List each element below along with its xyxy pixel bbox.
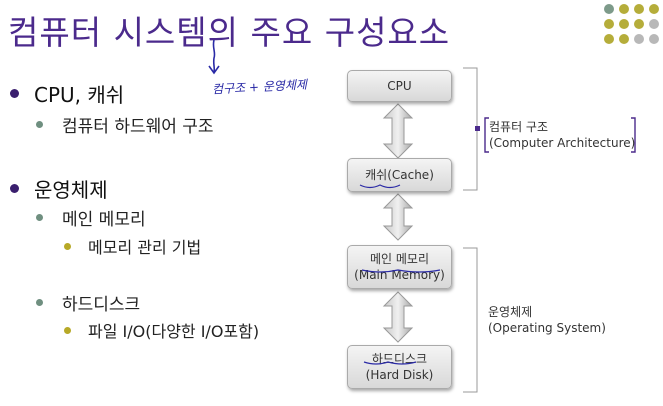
bullet-dot <box>64 243 71 250</box>
bullet-cpu-cache: CPU, 캐쉬 <box>34 83 125 107</box>
cpu-box: CPU <box>347 70 452 102</box>
double-arrow-icon <box>382 291 414 343</box>
cpu-box-label: CPU <box>387 79 412 93</box>
dot <box>634 34 644 44</box>
dot <box>634 19 644 29</box>
operating-system-title: 운영체제 <box>488 305 533 319</box>
dot <box>649 34 659 44</box>
bullet-dot <box>10 184 19 193</box>
main-memory-box-label: 메인 메모리 <box>369 252 429 266</box>
bullet-dot <box>36 299 43 306</box>
operating-system-subtitle: (Operating System) <box>488 321 606 335</box>
page-title: 컴퓨터 시스템의 주요 구성요소 <box>8 13 451 52</box>
dot <box>619 19 629 29</box>
dot <box>604 4 614 14</box>
bullet-main-memory: 메인 메모리 <box>62 210 146 230</box>
bullet-hardware-structure: 컴퓨터 하드웨어 구조 <box>62 117 214 137</box>
dot <box>634 4 644 14</box>
dot <box>604 19 614 29</box>
bullet-memory-management: 메모리 관리 기법 <box>88 238 202 257</box>
computer-architecture-title: 컴퓨터 구조 <box>489 120 549 134</box>
computer-architecture-label: 컴퓨터 구조 (Computer Architecture) <box>489 119 635 151</box>
bullet-dot <box>10 89 19 98</box>
hard-disk-box-sublabel: (Hard Disk) <box>365 368 434 382</box>
operating-system-label: 운영체제 (Operating System) <box>488 304 606 336</box>
dot <box>649 19 659 29</box>
handwritten-note: 컴구조 + 운영체제 <box>211 77 308 97</box>
computer-architecture-subtitle: (Computer Architecture) <box>489 136 636 150</box>
bullet-dot <box>64 327 71 334</box>
cache-box-label: 캐쉬(Cache) <box>365 168 434 182</box>
bullet-hard-disk: 하드디스크 <box>62 295 141 315</box>
bullet-file-io: 파일 I/O(다양한 I/O포함) <box>88 322 260 341</box>
bullet-operating-system: 운영체제 <box>34 178 108 202</box>
handwritten-underlines <box>359 184 441 365</box>
decorative-dot-grid <box>604 4 660 52</box>
dot <box>649 4 659 14</box>
bullet-dot <box>36 121 43 128</box>
diagram-brackets <box>463 67 636 393</box>
handwritten-arrow-icon <box>208 39 220 75</box>
dot <box>604 34 614 44</box>
bullet-dot <box>36 214 43 221</box>
double-arrow-icon <box>382 193 414 241</box>
dot <box>619 34 629 44</box>
dot <box>619 4 629 14</box>
